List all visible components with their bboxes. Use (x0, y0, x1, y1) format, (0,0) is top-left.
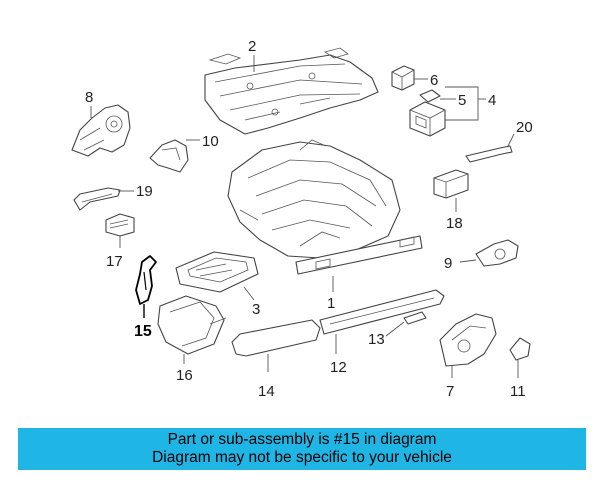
callout-14: 14 (258, 383, 275, 400)
part-7-side-panel (439, 313, 497, 367)
callout-20: 20 (516, 119, 533, 136)
part-5-bracket (419, 89, 441, 103)
part-18-switch (433, 169, 469, 199)
callout-11: 11 (510, 383, 526, 400)
callout-3: 3 (252, 301, 260, 318)
callout-6: 6 (430, 72, 438, 89)
part-11-cap (509, 337, 531, 361)
part-10-cover (149, 139, 189, 173)
parts-diagram: 2 6 5 4 8 10 20 19 (71, 38, 533, 400)
callout-5: 5 (458, 92, 466, 109)
part-1-seat-frame (227, 139, 423, 275)
callout-9: 9 (444, 255, 452, 272)
part-13-clip (403, 311, 427, 325)
part-9-motor (475, 239, 519, 267)
callout-15: 15 (134, 323, 152, 340)
banner-line-1: Part or sub-assembly is #15 in diagram (167, 431, 437, 448)
part-15-highlighted (135, 255, 157, 305)
callout-7: 7 (446, 383, 454, 400)
callout-16: 16 (176, 367, 193, 384)
part-4-housing (409, 101, 446, 137)
callout-19: 19 (136, 183, 153, 200)
part-14-trim (231, 319, 321, 357)
callout-8: 8 (85, 89, 93, 106)
part-8-side-cover (71, 104, 131, 157)
part-20-rod (465, 145, 513, 163)
callout-12: 12 (330, 359, 347, 376)
banner-line-2: Diagram may not be specific to your vehi… (152, 449, 452, 466)
callout-13: 13 (368, 331, 385, 348)
callout-1: 1 (327, 295, 335, 312)
callout-17: 17 (106, 253, 123, 270)
callout-10: 10 (202, 133, 219, 150)
callout-18: 18 (446, 215, 463, 232)
callout-4: 4 (488, 92, 496, 109)
part-16-front-cover (157, 295, 227, 355)
part-17-bracket (105, 213, 135, 237)
callout-2: 2 (248, 38, 256, 55)
part-12-side-rail (319, 289, 445, 335)
part-3-seat-pan (175, 251, 259, 293)
info-banner: Part or sub-assembly is #15 in diagram D… (18, 428, 586, 470)
part-19-handle (73, 187, 121, 211)
part-6-clip (391, 65, 415, 91)
part-2-seat-track (204, 47, 379, 135)
